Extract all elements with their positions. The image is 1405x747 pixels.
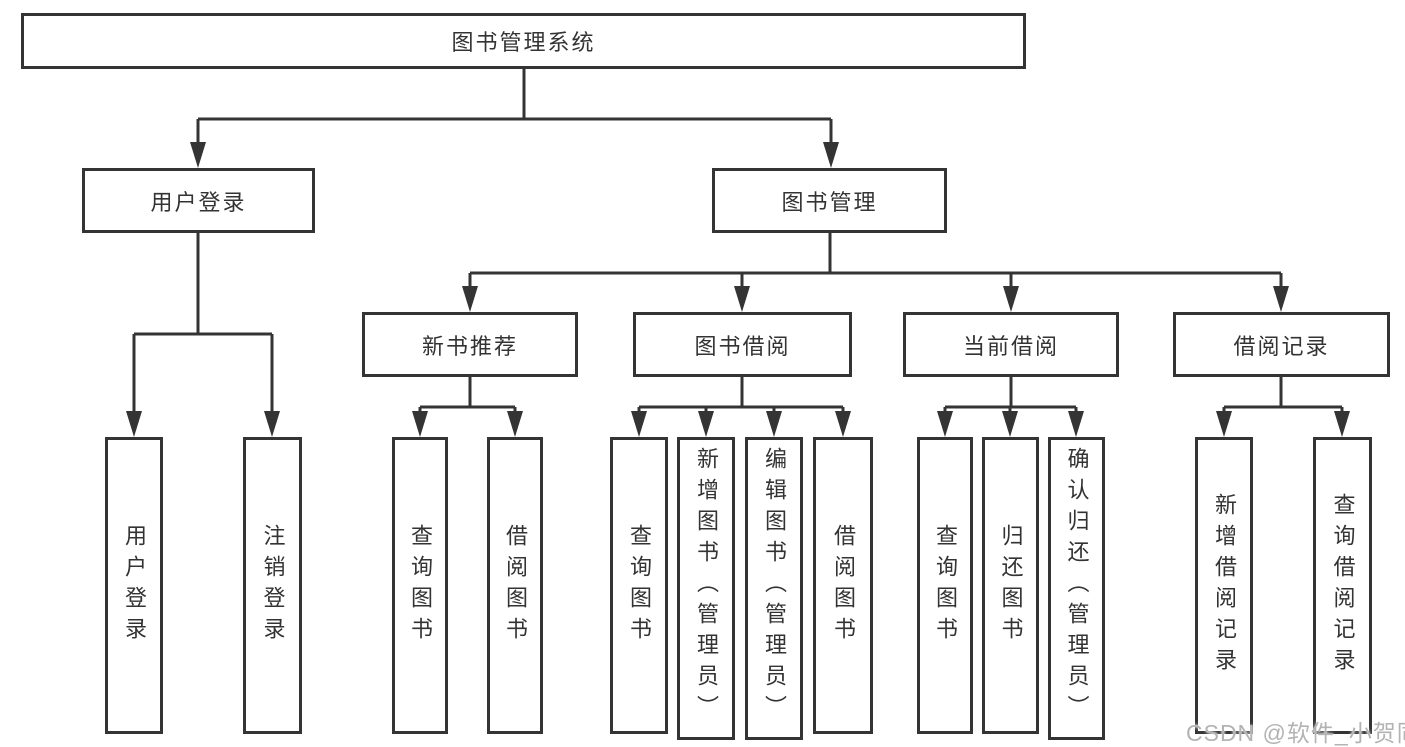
node-new-book-recommend: 新书推荐: [362, 312, 578, 377]
leaf-borrow-query-book-label: 查询图书: [627, 523, 652, 648]
leaf-add-book-admin-label: 新增图书（管理员）: [694, 447, 719, 726]
leaf-borrow-borrow-book: 借阅图书: [813, 437, 873, 734]
node-new-book-recommend-label: 新书推荐: [421, 333, 518, 359]
node-user-login: 用户登录: [82, 168, 315, 233]
arrowheads: [126, 142, 1350, 437]
node-book-borrow: 图书借阅: [633, 312, 852, 377]
node-user-login-label: 用户登录: [150, 189, 247, 215]
leaf-borrow-query-book: 查询图书: [610, 437, 668, 734]
leaf-edit-book-admin: 编辑图书（管理员）: [745, 437, 803, 740]
node-current-borrow-label: 当前借阅: [962, 333, 1059, 359]
node-book-management-label: 图书管理: [781, 189, 878, 215]
leaf-current-query-book-label: 查询图书: [933, 523, 958, 648]
leaf-borrow-borrow-book-label: 借阅图书: [831, 523, 856, 648]
node-borrow-record: 借阅记录: [1173, 312, 1390, 377]
node-current-borrow: 当前借阅: [903, 312, 1119, 377]
leaf-logout-login-label: 注销登录: [260, 523, 286, 648]
node-book-borrow-label: 图书借阅: [694, 333, 791, 359]
leaf-confirm-return-admin: 确认归还（管理员）: [1048, 437, 1105, 740]
leaf-record-add: 新增借阅记录: [1195, 437, 1253, 734]
leaf-recommend-query-book: 查询图书: [392, 437, 448, 734]
leaf-record-add-label: 新增借阅记录: [1212, 492, 1237, 679]
leaf-recommend-query-book-label: 查询图书: [408, 523, 433, 648]
watermark-text: CSDN @软件_小贺同学: [1186, 720, 1405, 746]
leaf-add-book-admin: 新增图书（管理员）: [677, 437, 735, 740]
leaf-edit-book-admin-label: 编辑图书（管理员）: [762, 447, 787, 726]
leaf-user-login-label: 用户登录: [122, 523, 147, 648]
leaf-recommend-borrow-book: 借阅图书: [487, 437, 543, 734]
node-root: 图书管理系统: [21, 13, 1026, 69]
leaf-return-book: 归还图书: [982, 437, 1039, 734]
leaf-user-login: 用户登录: [105, 437, 163, 734]
node-root-label: 图书管理系统: [451, 30, 596, 55]
leaf-record-query-label: 查询借阅记录: [1330, 492, 1356, 679]
leaf-recommend-borrow-book-label: 借阅图书: [503, 523, 528, 648]
leaf-confirm-return-admin-label: 确认归还（管理员）: [1064, 447, 1090, 726]
leaf-logout-login: 注销登录: [243, 437, 302, 734]
node-book-management: 图书管理: [712, 168, 947, 233]
leaf-return-book-label: 归还图书: [998, 523, 1024, 648]
node-borrow-record-label: 借阅记录: [1233, 333, 1330, 359]
leaf-record-query: 查询借阅记录: [1313, 437, 1372, 734]
leaf-current-query-book: 查询图书: [917, 437, 973, 734]
